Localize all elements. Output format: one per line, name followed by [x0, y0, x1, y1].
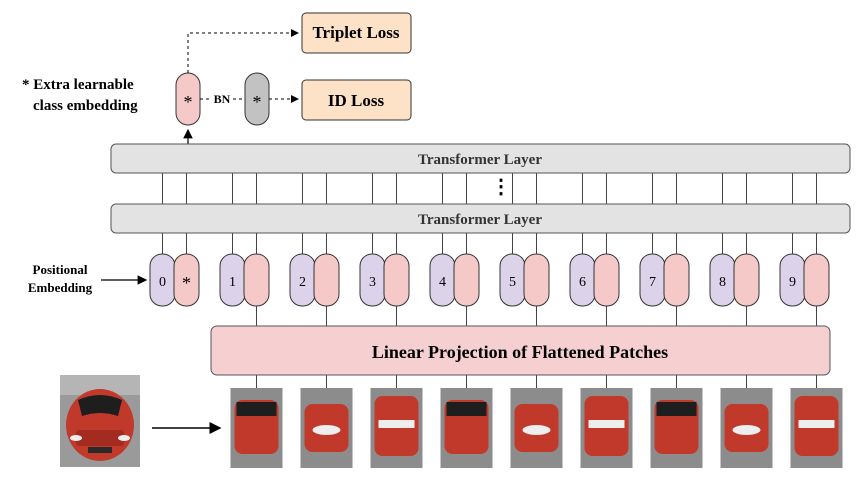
class-token-output-symbol: * [184, 92, 193, 112]
transformer-layer-bottom-label: Transformer Layer [418, 212, 542, 228]
positional-label-line1: Positional [33, 262, 88, 277]
car-patch-icon [440, 388, 493, 468]
bn-token-symbol: * [253, 92, 262, 112]
token-row: 0 * 1 2 3 4 5 6 7 8 9 [149, 253, 830, 307]
token-index-label: 3 [369, 275, 376, 290]
car-patch-icon [300, 388, 353, 468]
patch-token [383, 253, 410, 307]
token-index-label: 2 [299, 275, 306, 290]
transformer-layer-bottom [110, 203, 851, 234]
patch-token [803, 253, 830, 307]
class-token [173, 253, 200, 307]
class-token-symbol: * [182, 273, 191, 293]
token-index-label: 4 [439, 275, 446, 290]
car-patch-icon [720, 388, 773, 468]
positional-label-line2: Embedding [28, 280, 93, 295]
id-loss-label: ID Loss [328, 91, 385, 110]
triplet-loss-label: Triplet Loss [312, 23, 399, 42]
token-index-label: 8 [719, 275, 726, 290]
patch-token [243, 253, 270, 307]
car-patch-icon [790, 388, 843, 468]
token-connectors [162, 173, 817, 388]
token-index-label: 7 [649, 275, 656, 290]
class-embedding-note-line1: * Extra learnable [22, 77, 134, 93]
class-embedding-note-line2: class embedding [33, 98, 138, 114]
patch-row [230, 388, 843, 468]
triplet-arrow [187, 29, 299, 73]
patch-token [733, 253, 760, 307]
car-patch-icon [370, 388, 423, 468]
car-patch-icon [580, 388, 633, 468]
token-index-label: 1 [229, 275, 236, 290]
token-index-label: 5 [509, 275, 516, 290]
input-car-image [60, 375, 140, 467]
car-patch-icon [230, 388, 283, 468]
car-patch-icon [650, 388, 703, 468]
token-index-label: 6 [579, 275, 586, 290]
linear-projection-label: Linear Projection of Flattened Patches [372, 342, 668, 362]
triplet-loss-box [301, 12, 412, 54]
patch-token [663, 253, 690, 307]
layer-ellipsis: ⋮ [491, 176, 511, 198]
car-patch-icon [510, 388, 563, 468]
id-loss-box [301, 79, 412, 121]
transformer-layer-top [110, 143, 851, 174]
token-index-label: 0 [159, 275, 166, 290]
patch-token [453, 253, 480, 307]
linear-projection-box [210, 325, 831, 376]
patch-token [313, 253, 340, 307]
token-index-label: 9 [789, 275, 796, 290]
bn-label: BN [214, 92, 231, 106]
patch-token [523, 253, 550, 307]
patch-token [593, 253, 620, 307]
transformer-layer-top-label: Transformer Layer [418, 152, 542, 168]
